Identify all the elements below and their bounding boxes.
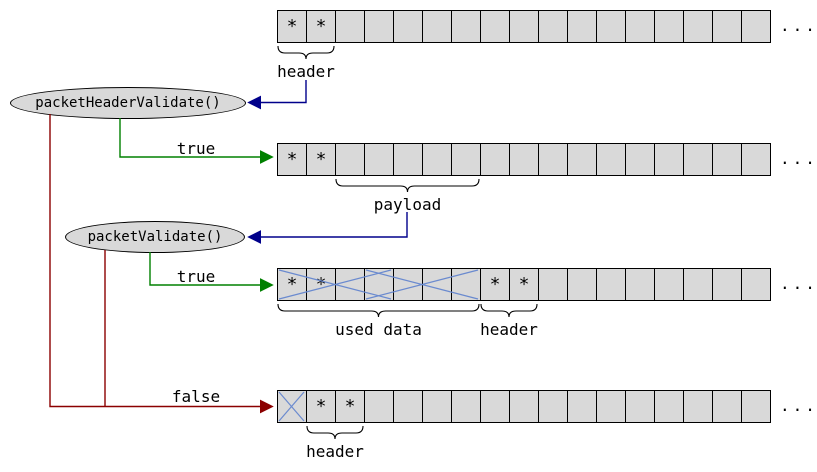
- buffer-cell: [364, 10, 394, 43]
- buffer-cell: [712, 10, 742, 43]
- buffer-cell: [480, 390, 510, 423]
- buffer-cell: *: [277, 10, 307, 43]
- buffer-cell: [741, 143, 771, 176]
- buffer-cell: [712, 390, 742, 423]
- buffer-cell: [596, 390, 626, 423]
- buffer-cell: [567, 143, 597, 176]
- ellipsis: ...: [780, 16, 817, 35]
- buffer-cell: *: [306, 10, 336, 43]
- buffer-cell: [567, 268, 597, 301]
- buffer-cell: [422, 10, 452, 43]
- ellipsis: ...: [780, 149, 817, 168]
- buffer-cell: [741, 10, 771, 43]
- buffer-cell: [596, 10, 626, 43]
- buffer-cell: [422, 390, 452, 423]
- buffer-cell: [393, 10, 423, 43]
- buffer-cell: [596, 268, 626, 301]
- node-packet-header-validate: packetHeaderValidate(): [10, 87, 246, 119]
- underbrace: [277, 45, 335, 60]
- buffer-cell: *: [277, 143, 307, 176]
- buffer-cell: [538, 10, 568, 43]
- buffer-cell: *: [335, 390, 365, 423]
- buffer-cell: [683, 10, 713, 43]
- edge-label-false: false: [171, 387, 221, 406]
- buffer-cell: [335, 143, 365, 176]
- buffer-cell: [451, 10, 481, 43]
- buffer-cell: [654, 10, 684, 43]
- buffer-cell: [451, 143, 481, 176]
- buffer-cell: [393, 390, 423, 423]
- buffer-cell: [712, 268, 742, 301]
- buffer-cell: [538, 268, 568, 301]
- buffer-cell: [335, 10, 365, 43]
- buffer-cell: *: [277, 268, 307, 301]
- buffer-cell: [712, 143, 742, 176]
- buffer-cell: [538, 390, 568, 423]
- buffer-cell: [654, 143, 684, 176]
- arrow-false-to-packet-4: [49, 114, 274, 414]
- buffer-cell: [364, 268, 394, 301]
- edge-label-true-1: true: [176, 139, 216, 158]
- buffer-cell: [509, 390, 539, 423]
- buffer-cell: *: [306, 143, 336, 176]
- buffer-cell: [625, 390, 655, 423]
- buffer-cell: [364, 143, 394, 176]
- underbrace: [480, 303, 538, 318]
- underbrace: [306, 425, 364, 440]
- buffer-cell: [625, 10, 655, 43]
- region-label-header: header: [480, 320, 538, 339]
- buffer-cell: [451, 268, 481, 301]
- buffer-cell: *: [306, 268, 336, 301]
- buffer-cell: [422, 143, 452, 176]
- buffer-cell: [422, 268, 452, 301]
- buffer-cell: [741, 390, 771, 423]
- buffer-cell: [480, 143, 510, 176]
- buffer-cell: [364, 390, 394, 423]
- buffer-cell: [625, 268, 655, 301]
- buffer-cell: [480, 10, 510, 43]
- buffer-cell: [393, 143, 423, 176]
- edge-label-true-2: true: [176, 267, 216, 286]
- arrow-header-to-packet-header-validate: [247, 80, 307, 110]
- buffer-cell: [741, 268, 771, 301]
- underbrace: [335, 178, 480, 193]
- buffer-cell: [654, 390, 684, 423]
- underbrace: [277, 303, 480, 318]
- buffer-cell: [567, 10, 597, 43]
- buffer-cell: [625, 143, 655, 176]
- buffer-cell: [393, 268, 423, 301]
- buffer-cell: [335, 268, 365, 301]
- buffer-cell: [451, 390, 481, 423]
- ellipsis: ...: [780, 396, 817, 415]
- region-label-payload: payload: [373, 195, 442, 214]
- ellipsis: ...: [780, 274, 817, 293]
- buffer-cell: [683, 268, 713, 301]
- buffer-cell: [567, 390, 597, 423]
- buffer-cell: [596, 143, 626, 176]
- buffer-cell: [683, 390, 713, 423]
- arrow-payload-to-packet-validate: [247, 212, 408, 244]
- node-label: packetValidate(): [87, 229, 223, 245]
- buffer-cell: [538, 143, 568, 176]
- region-label-header: header: [277, 62, 335, 81]
- buffer-cell: [509, 10, 539, 43]
- buffer-cell: *: [480, 268, 510, 301]
- buffer-cell: *: [306, 390, 336, 423]
- node-packet-validate: packetValidate(): [65, 221, 245, 253]
- buffer-cell: [277, 390, 307, 423]
- region-label-used-data: used data: [335, 320, 422, 339]
- region-label-header: header: [306, 442, 364, 461]
- buffer-cell: [509, 143, 539, 176]
- node-label: packetHeaderValidate(): [35, 95, 221, 111]
- buffer-cell: *: [509, 268, 539, 301]
- buffer-cell: [683, 143, 713, 176]
- buffer-cell: [654, 268, 684, 301]
